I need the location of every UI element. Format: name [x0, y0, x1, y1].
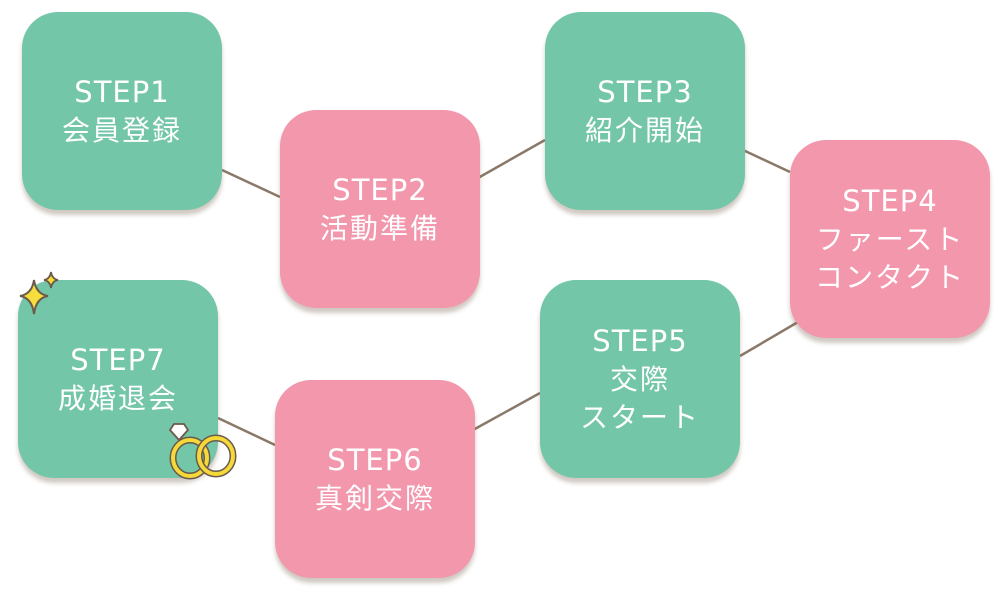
- step-number: STEP1: [74, 75, 170, 109]
- wedding-rings-icon: [168, 423, 237, 480]
- connector-5-6: [472, 391, 541, 432]
- connector-2-3: [477, 138, 546, 180]
- sparkle-icon: [19, 271, 59, 315]
- connector-1-2: [221, 168, 281, 199]
- step-number: STEP2: [332, 173, 428, 207]
- step-number: STEP7: [70, 343, 166, 377]
- step-5-box: STEP5 交際 スタート: [540, 280, 740, 478]
- step-6-box: STEP6 真剣交際: [275, 380, 475, 578]
- step-number: STEP3: [597, 75, 693, 109]
- step-number: STEP6: [327, 443, 423, 477]
- step-label: ファースト コンタクト: [814, 223, 965, 294]
- step-label: 会員登録: [61, 114, 182, 147]
- step-1-box: STEP1 会員登録: [22, 12, 222, 210]
- step-label: 成婚退会: [57, 382, 178, 415]
- step-2-box: STEP2 活動準備: [280, 110, 480, 308]
- step-number: STEP5: [592, 324, 688, 358]
- connector-3-4: [742, 148, 791, 174]
- step-4-box: STEP4 ファースト コンタクト: [790, 140, 990, 338]
- step-3-box: STEP3 紹介開始: [545, 12, 745, 210]
- step-number: STEP4: [842, 184, 938, 218]
- step-label: 真剣交際: [314, 482, 435, 515]
- step-7-box: STEP7 成婚退会: [18, 280, 218, 478]
- connector-4-5: [739, 320, 799, 358]
- step-label: 紹介開始: [584, 114, 705, 147]
- step-label: 活動準備: [319, 212, 440, 245]
- connector-6-7: [217, 416, 276, 447]
- step-label: 交際 スタート: [579, 363, 700, 434]
